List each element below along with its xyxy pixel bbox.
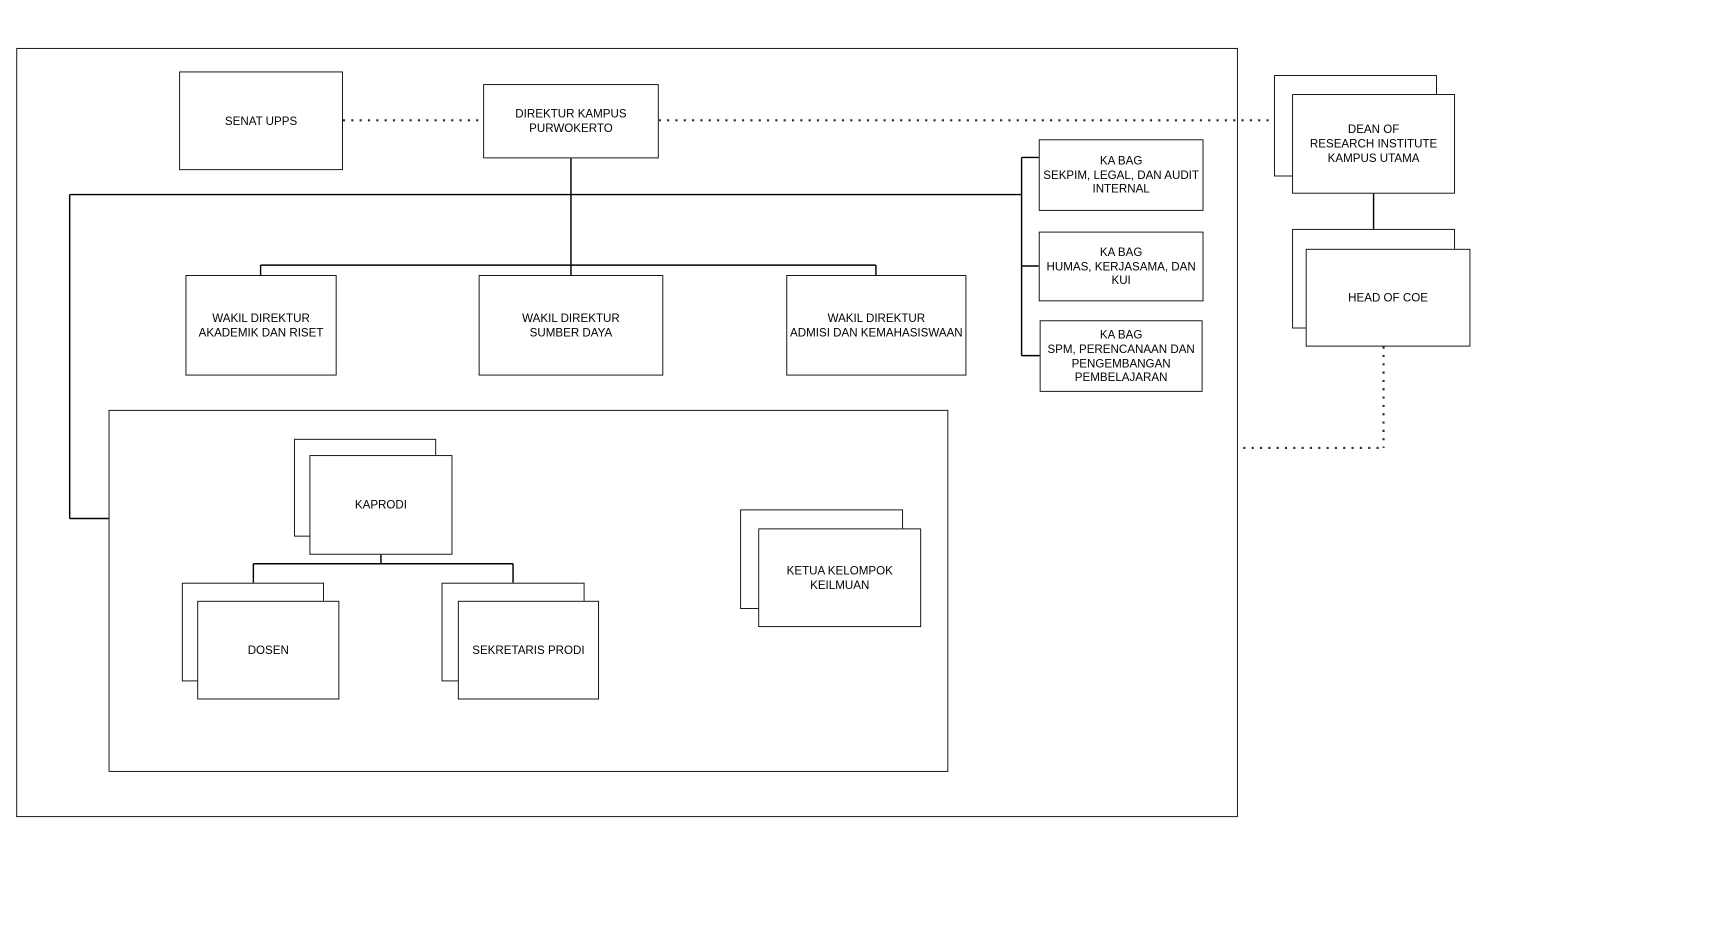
node-label: KETUA KELOMPOK KEILMUAN — [786, 563, 893, 592]
node-label: WAKIL DIREKTUR AKADEMIK DAN RISET — [198, 310, 324, 339]
node-wakil-direktur-akademik-riset[interactable]: WAKIL DIREKTUR AKADEMIK DAN RISET — [185, 275, 337, 376]
node-kabag-humas-kerjasama-kui[interactable]: KA BAG HUMAS, KERJASAMA, DAN KUI — [1038, 231, 1204, 302]
node-label: KAPRODI — [354, 497, 408, 512]
node-kabag-sekpim-legal-audit-internal[interactable]: KA BAG SEKPIM, LEGAL, DAN AUDIT INTERNAL — [1038, 139, 1204, 211]
node-dosen[interactable]: DOSEN — [197, 600, 340, 700]
node-label: SENAT UPPS — [224, 113, 298, 128]
node-label: WAKIL DIREKTUR ADMISI DAN KEMAHASISWAAN — [790, 310, 963, 339]
node-kabag-spm-perencanaan-pengembangan[interactable]: KA BAG SPM, PERENCANAAN DAN PENGEMBANGAN… — [1039, 320, 1203, 392]
prodi-group-frame — [108, 409, 949, 772]
node-dean-research-institute-kampus-utama[interactable]: DEAN OF RESEARCH INSTITUTE KAMPUS UTAMA — [1292, 94, 1456, 194]
node-label: DIREKTUR KAMPUS PURWOKERTO — [515, 106, 627, 135]
node-label: HEAD OF COE — [1348, 290, 1428, 305]
node-kaprodi[interactable]: KAPRODI — [309, 455, 453, 555]
node-direktur-kampus-purwokerto[interactable]: DIREKTUR KAMPUS PURWOKERTO — [483, 84, 659, 159]
node-label: WAKIL DIREKTUR SUMBER DAYA — [522, 310, 620, 339]
node-label: KA BAG SPM, PERENCANAAN DAN PENGEMBANGAN… — [1047, 327, 1195, 385]
node-label: KA BAG HUMAS, KERJASAMA, DAN KUI — [1046, 244, 1196, 288]
node-senat-upps[interactable]: SENAT UPPS — [179, 71, 343, 171]
node-label: SEKRETARIS PRODI — [472, 642, 585, 657]
outer-boundary — [16, 47, 1238, 818]
node-label: DOSEN — [247, 642, 289, 657]
node-head-of-coe[interactable]: HEAD OF COE — [1305, 248, 1471, 347]
node-wakil-direktur-sumber-daya[interactable]: WAKIL DIREKTUR SUMBER DAYA — [478, 275, 664, 376]
node-label: DEAN OF RESEARCH INSTITUTE KAMPUS UTAMA — [1309, 122, 1438, 165]
node-ketua-kelompok-keilmuan[interactable]: KETUA KELOMPOK KEILMUAN — [758, 528, 922, 628]
node-wakil-direktur-admisi-kemahasiswaan[interactable]: WAKIL DIREKTUR ADMISI DAN KEMAHASISWAAN — [786, 275, 967, 376]
node-label: KA BAG SEKPIM, LEGAL, DAN AUDIT INTERNAL — [1043, 153, 1199, 196]
node-sekretaris-prodi[interactable]: SEKRETARIS PRODI — [457, 600, 600, 700]
